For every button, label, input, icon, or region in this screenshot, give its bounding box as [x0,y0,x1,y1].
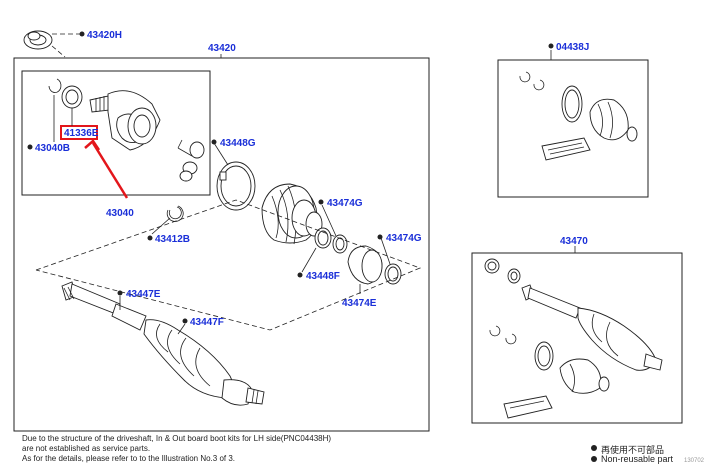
marker-43420H [79,31,85,37]
leader-43420H-down [51,45,66,58]
label-43447F[interactable]: 43447F [190,317,224,328]
label-43447E[interactable]: 43447E [126,289,161,300]
label-41336E[interactable]: 41336E [64,128,99,139]
label-43448F[interactable]: 43448F [306,271,340,282]
label-04438J[interactable]: 04438J [556,42,589,53]
label-43040[interactable]: 43040 [106,208,134,219]
inboard-joint-housing[interactable] [89,90,161,151]
clamp-43474G-b[interactable] [384,263,402,285]
label-43420H[interactable]: 43420H [87,30,122,41]
snap-ring-43040B[interactable] [48,78,62,93]
label-43420[interactable]: 43420 [208,43,236,54]
corner-code: 130702 [684,458,705,464]
red-arrow [84,139,129,199]
shaft-dashed-outline [35,199,422,331]
drive-shaft[interactable] [61,281,265,406]
label-43448G[interactable]: 43448G [220,138,256,149]
highlight-box-41336E [60,125,98,140]
assembly-box-43470 [471,252,683,424]
note-line-1: Due to the structure of the driveshaft, … [22,434,332,443]
label-43040B[interactable]: 43040B [35,143,70,154]
snap-ring-43412B[interactable] [166,205,184,222]
tripod-spider[interactable] [177,139,205,182]
note-line-3: As for the details, please refer to to t… [22,454,236,463]
clamp-ring-43448F[interactable] [314,227,332,249]
legend-dot-1 [591,445,597,451]
inner-box-43040 [21,70,211,196]
note-line-2: are not established as service parts. [22,444,151,453]
label-43474G-a[interactable]: 43474G [327,198,363,209]
ring-41336E[interactable] [61,85,83,109]
label-43412B[interactable]: 43412B [155,234,190,245]
inboard-boot[interactable] [261,183,323,245]
label-43474G-b[interactable]: 43474G [386,233,422,244]
clamp-43474G-a[interactable] [332,234,348,254]
label-43470[interactable]: 43470 [560,236,588,247]
assembly-box-43420 [13,57,430,432]
boot-43474E[interactable] [347,245,383,285]
label-43474E[interactable]: 43474E [342,298,377,309]
kit-04438J-contents[interactable] [519,71,638,161]
legend-en: Non-reusable part [601,454,674,464]
boot-clamp-43448G[interactable] [216,161,256,211]
kit-box-04438J [497,59,649,198]
assembly-43470-contents[interactable] [484,258,663,419]
legend-dot-2 [591,456,597,462]
legend-jp: 再使用不可部品 [601,445,665,455]
dust-seal-43420H[interactable] [23,30,53,50]
